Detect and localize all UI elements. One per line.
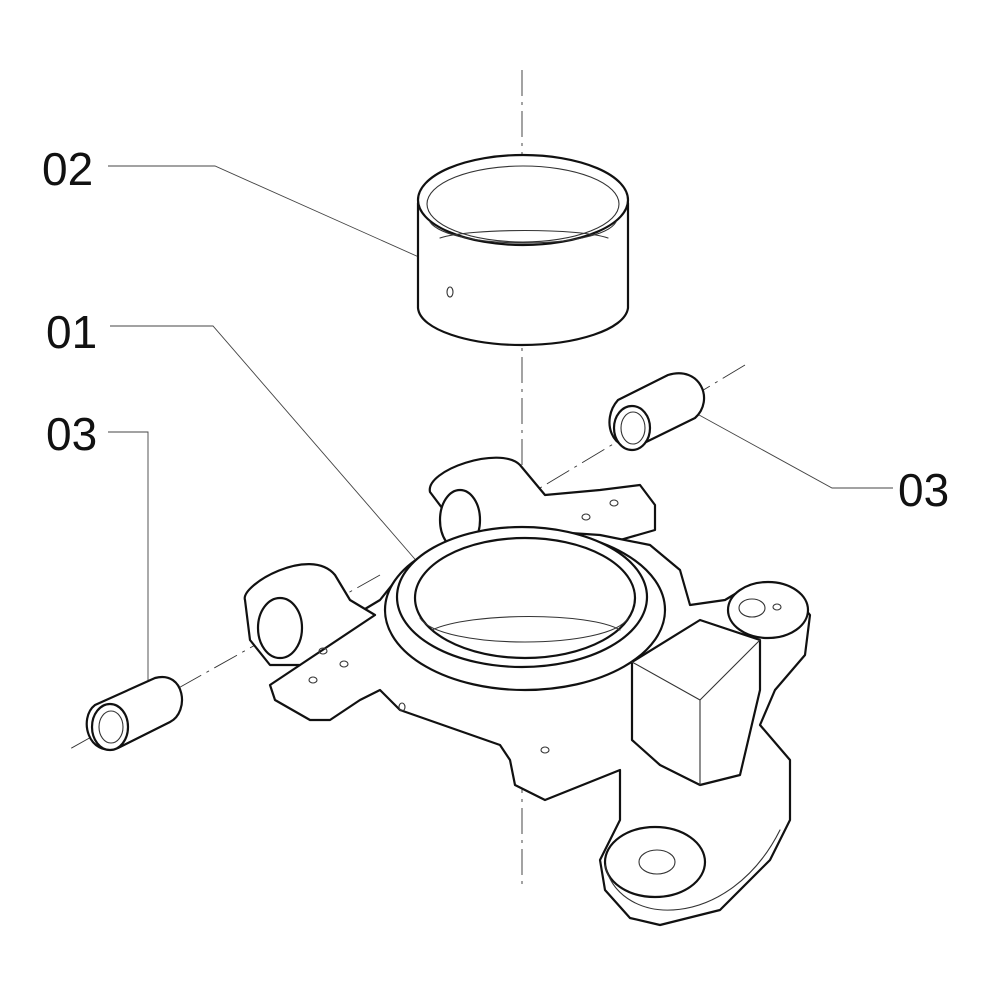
left-lug-bore <box>256 596 304 660</box>
sleeve-inner-bottom <box>439 229 609 239</box>
upper-right-ear <box>726 580 810 640</box>
right-bushing-inner <box>620 411 646 445</box>
callout-02: 02 <box>42 143 94 195</box>
sleeve-inner-wall <box>429 221 617 244</box>
callout-03-left: 03 <box>46 408 98 460</box>
upper-right-ear-pin <box>772 603 782 611</box>
lower-arm-curve <box>604 829 781 911</box>
left-lug-hole-3 <box>308 676 318 684</box>
front-tab-hole <box>540 746 550 754</box>
right-bushing-end <box>612 404 652 452</box>
leader-03-left <box>108 431 149 680</box>
right-block-edge <box>631 639 761 786</box>
left-bushing-inner <box>98 710 124 744</box>
upper-right-ear-hole <box>738 598 766 618</box>
sleeve-inner-rim <box>426 165 620 243</box>
left-lug-hole-1 <box>318 647 328 655</box>
left-lug-hole-2 <box>339 660 349 668</box>
rear-lug-hole-1 <box>609 499 619 507</box>
callout-03-right: 03 <box>898 464 950 516</box>
lower-arm-ear-hole <box>638 849 676 875</box>
bore-inner-wall <box>419 617 629 643</box>
right-block <box>630 618 762 787</box>
boss-small-hole <box>398 702 406 712</box>
sleeve-top-rim <box>416 153 630 247</box>
rear-lug-hole-2 <box>581 513 591 521</box>
lower-arm-ear <box>603 825 707 899</box>
part-01-housing <box>243 456 812 927</box>
leader-03-right <box>689 409 893 489</box>
sleeve-hole-icon <box>446 286 454 298</box>
part-03-right-bushing <box>608 372 706 452</box>
part-03-left-bushing <box>85 675 184 752</box>
leader-01 <box>110 325 421 566</box>
callout-01: 01 <box>46 306 98 358</box>
leader-02 <box>108 165 431 263</box>
central-bore <box>413 536 637 660</box>
bore-inner-step <box>431 616 621 631</box>
leader-lines <box>108 165 893 680</box>
part-02-sleeve <box>416 153 630 347</box>
